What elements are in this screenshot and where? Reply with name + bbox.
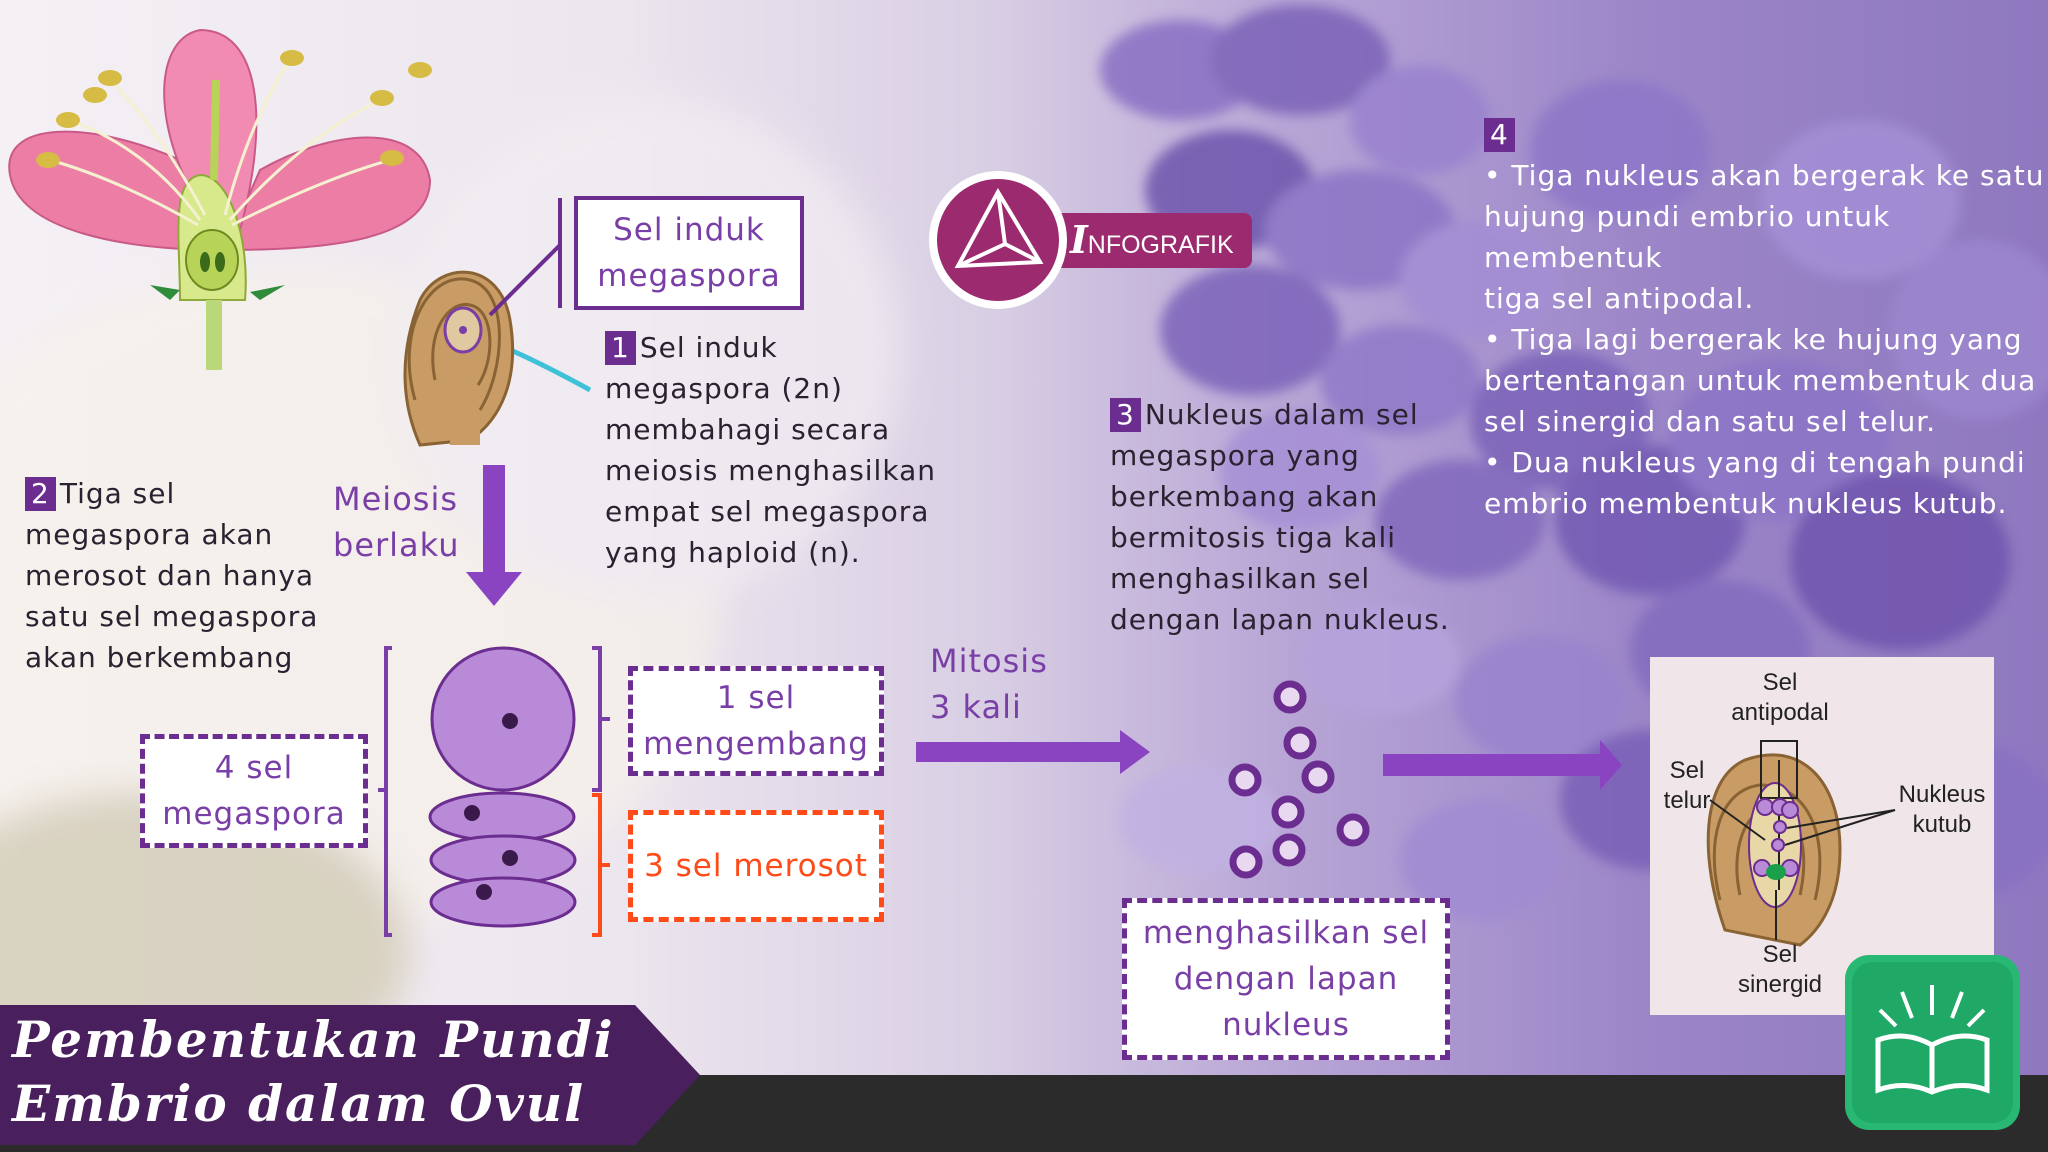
ovule-illustration <box>403 198 592 447</box>
label-sel-antipodal: Sel antipodal <box>1731 669 1829 726</box>
three-cells-degenerate-box: 3 sel merosot <box>628 810 884 922</box>
label-sel-telur: Sel telur <box>1663 757 1711 814</box>
sel-induk-megaspora-box: Sel induk megaspora <box>574 196 804 310</box>
sel-induk-box-line2: megaspora <box>597 258 781 294</box>
eight-nuclei-box: menghasilkan sel dengan lapan nukleus <box>1122 898 1450 1060</box>
meiosis-arrow <box>466 465 522 606</box>
mitosis-arrow <box>916 730 1150 774</box>
one-cell-develops-box: 1 sel mengembang <box>628 666 884 776</box>
infografik-logo-letter: I <box>1070 217 1088 262</box>
embryo-sac-arrow <box>1383 740 1622 790</box>
infografik-logo-text: INFOGRAFIK <box>1070 221 1234 263</box>
title-line-2: Embrio dalam Ovul <box>12 1074 586 1133</box>
group-brackets <box>378 646 610 937</box>
book-app-icon <box>1845 955 2020 1130</box>
wisteria-petals <box>1100 5 2048 920</box>
step-2-badge: 2 <box>25 477 56 511</box>
step-4-text: 4 • Tiga nukleus akan bergerak ke satu h… <box>1484 118 2045 520</box>
four-megaspore-box: 4 sel megaspora <box>140 734 368 848</box>
label-sel-sinergid: Sel sinergid <box>1737 941 1823 998</box>
sel-induk-box-line1: Sel induk <box>613 212 765 248</box>
megaspore-nuclei <box>464 713 518 900</box>
infografik-logo-rest: NFOGRAFIK <box>1087 231 1234 259</box>
page-title: Pembentukan Pundi Embrio dalam Ovul <box>12 1008 615 1136</box>
eight-nuclei <box>1228 680 1370 879</box>
mitosis-label: Mitosis 3 kali <box>930 642 1048 726</box>
step-3-badge: 3 <box>1110 398 1141 432</box>
label-nukleus-kutub: Nukleus kutub <box>1898 781 1986 838</box>
title-line-1: Pembentukan Pundi <box>12 1010 615 1069</box>
infografik-logo <box>929 171 1252 309</box>
step-4-badge: 4 <box>1484 118 1515 152</box>
title-band <box>0 1005 700 1145</box>
meiosis-label: Meiosis berlaku <box>333 480 460 564</box>
step-1-badge: 1 <box>605 331 636 365</box>
flower-diagram <box>8 28 432 370</box>
